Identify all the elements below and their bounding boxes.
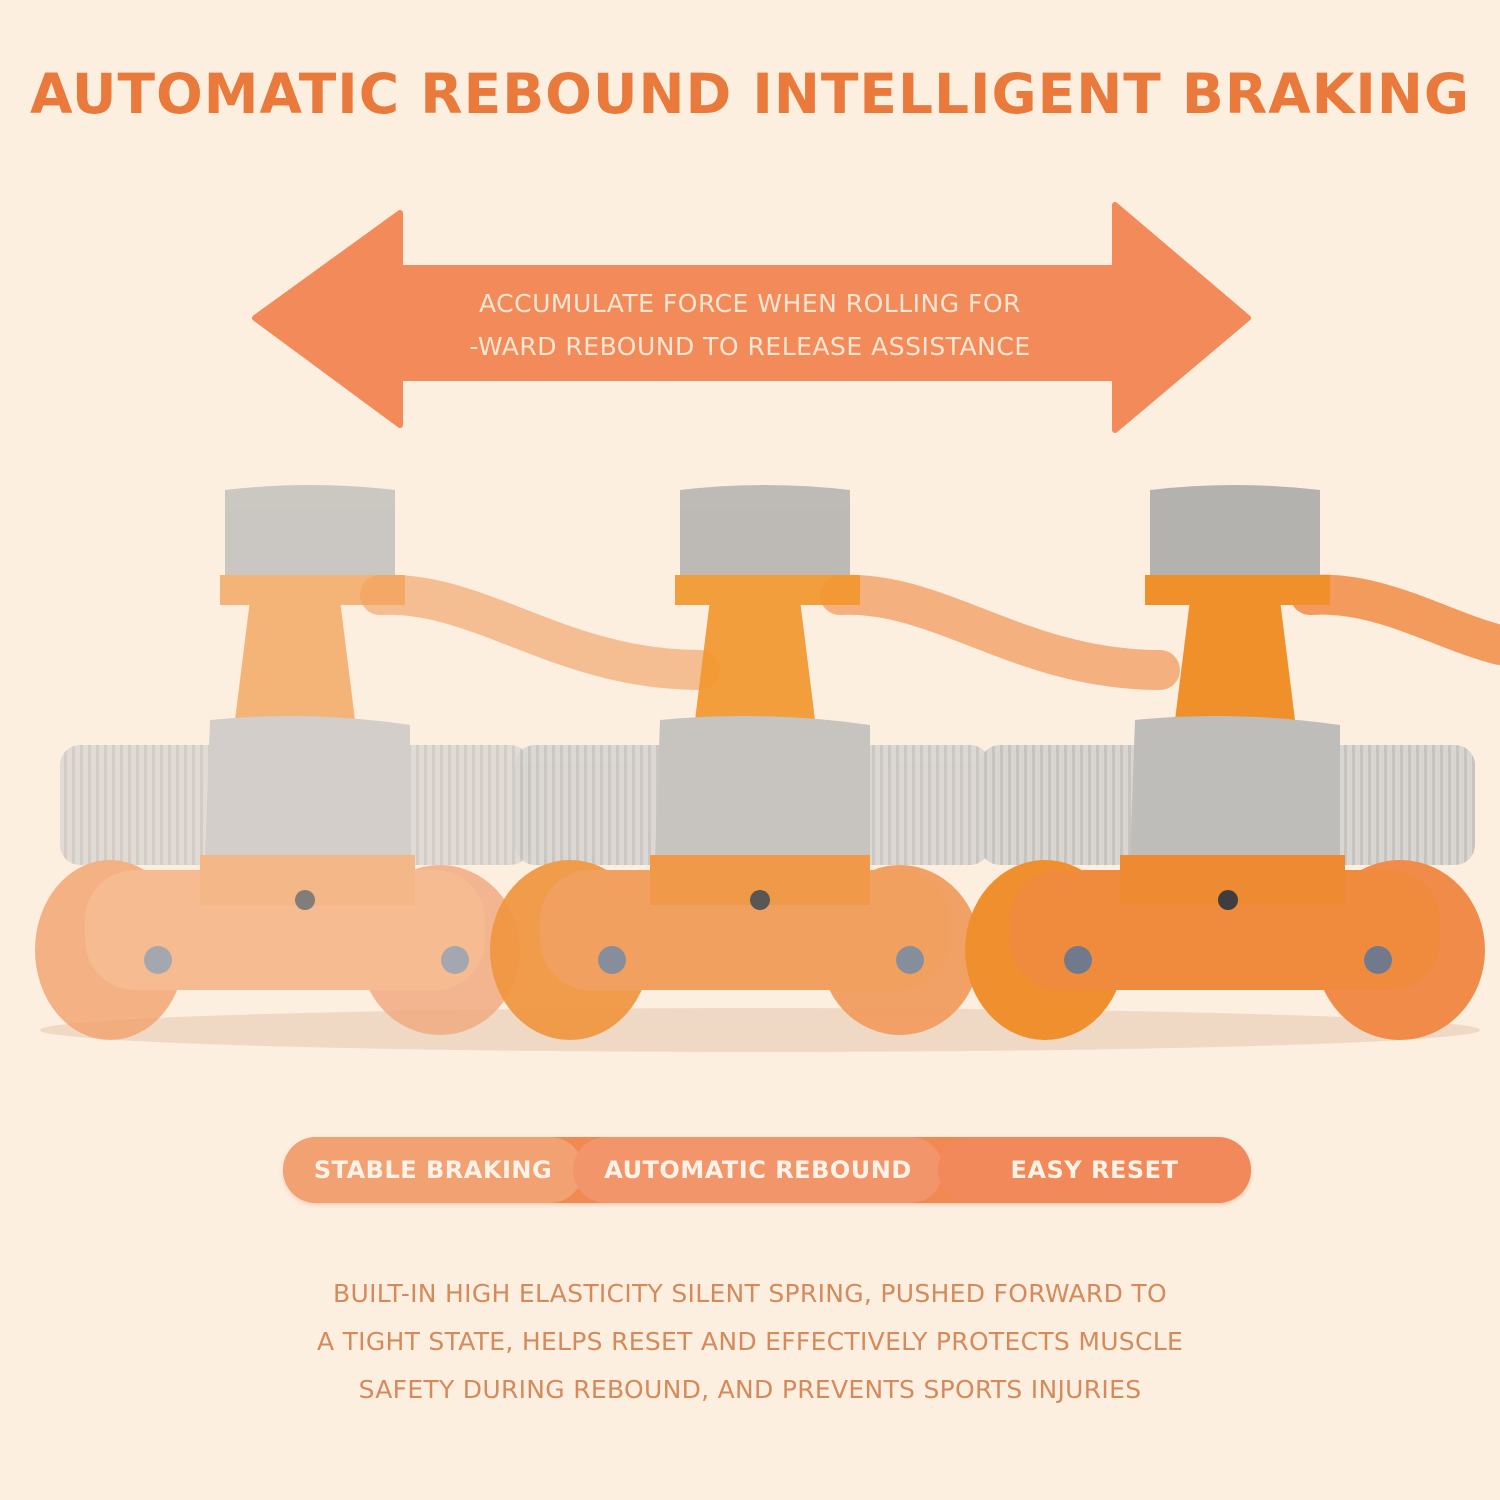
feature-easy-reset: EASY RESET (938, 1137, 1251, 1203)
roller-3 (965, 485, 1485, 1040)
description-line3: SAFETY DURING REBOUND, AND PREVENTS SPOR… (358, 1375, 1142, 1404)
feature-stable-braking: STABLE BRAKING (283, 1137, 583, 1203)
roller-2 (490, 485, 990, 1040)
description-line1: BUILT-IN HIGH ELASTICITY SILENT SPRING, … (333, 1279, 1167, 1308)
arrow-caption: ACCUMULATE FORCE WHEN ROLLING FOR -WARD … (400, 282, 1100, 368)
feature-bar: STABLE BRAKING AUTOMATIC REBOUND EASY RE… (283, 1137, 1251, 1203)
description: BUILT-IN HIGH ELASTICITY SILENT SPRING, … (200, 1270, 1300, 1414)
feature-automatic-rebound: AUTOMATIC REBOUND (573, 1137, 943, 1203)
arrow-caption-line2: -WARD REBOUND TO RELEASE ASSISTANCE (469, 332, 1031, 361)
arrow-caption-line1: ACCUMULATE FORCE WHEN ROLLING FOR (479, 289, 1021, 318)
ab-roller-sequence (35, 485, 1500, 1052)
description-line2: A TIGHT STATE, HELPS RESET AND EFFECTIVE… (316, 1327, 1184, 1356)
product-illustration (0, 470, 1500, 1070)
roller-1 (35, 485, 530, 1040)
headline: AUTOMATIC REBOUND INTELLIGENT BRAKING (29, 62, 1471, 126)
